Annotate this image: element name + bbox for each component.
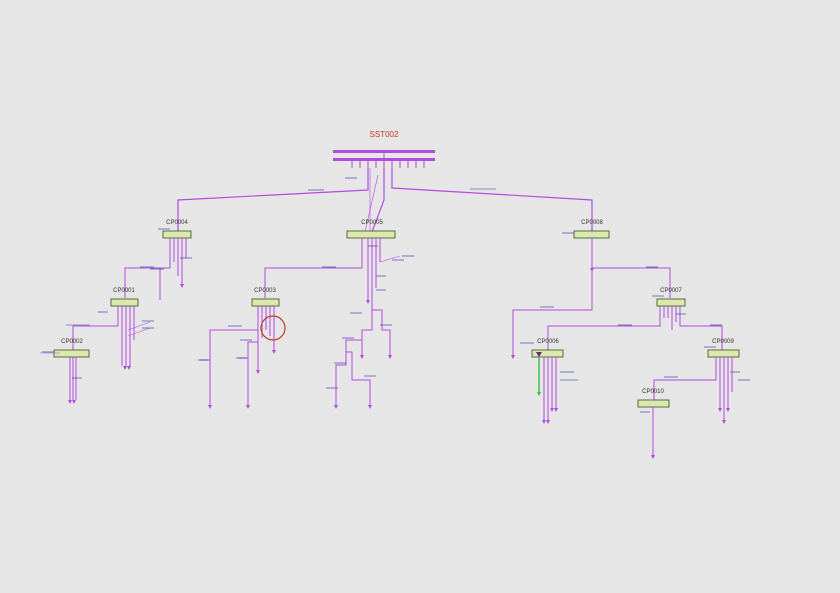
node-CP0008-label: CP0008	[581, 220, 603, 226]
CP0004-feeders	[124, 238, 187, 300]
node-CP0002[interactable]: CP0002	[53, 339, 90, 358]
node-CP0001-label: CP0001	[113, 288, 135, 294]
CP0008-feeders	[512, 238, 671, 355]
terminal-markers	[68, 268, 730, 459]
node-CP0002-label: CP0002	[61, 339, 83, 345]
node-CP0010-label: CP0010	[642, 389, 664, 395]
node-CP0004-label: CP0004	[166, 220, 188, 226]
node-CP0004[interactable]: CP0004	[162, 220, 192, 239]
node-CP0006-label: CP0006	[537, 339, 559, 345]
node-CP0005-label: CP0005	[361, 220, 383, 226]
node-CP0009-label: CP0009	[712, 339, 734, 345]
root-label: SST002	[370, 130, 399, 139]
highlight-circle[interactable]	[260, 315, 286, 341]
node-CP0005[interactable]: CP0005	[346, 220, 396, 239]
node-CP0007[interactable]: CP0007	[656, 288, 686, 307]
main-trunk-lines	[177, 168, 593, 233]
CP0005-feeders	[264, 238, 401, 405]
node-CP0003-label: CP0003	[254, 288, 276, 294]
node-CP0007-label: CP0007	[660, 288, 682, 294]
CP0001-feeders	[72, 306, 151, 366]
CP0002-feeders	[40, 352, 77, 400]
CP0009-feeders	[653, 357, 733, 420]
annotation-marks	[42, 177, 750, 413]
CP0003-feeders	[200, 306, 275, 405]
green-feeder-marker	[536, 352, 542, 396]
CP0006-feeders	[543, 357, 557, 420]
root-busbar[interactable]: SST002	[333, 130, 435, 168]
node-CP0001[interactable]: CP0001	[110, 288, 139, 307]
